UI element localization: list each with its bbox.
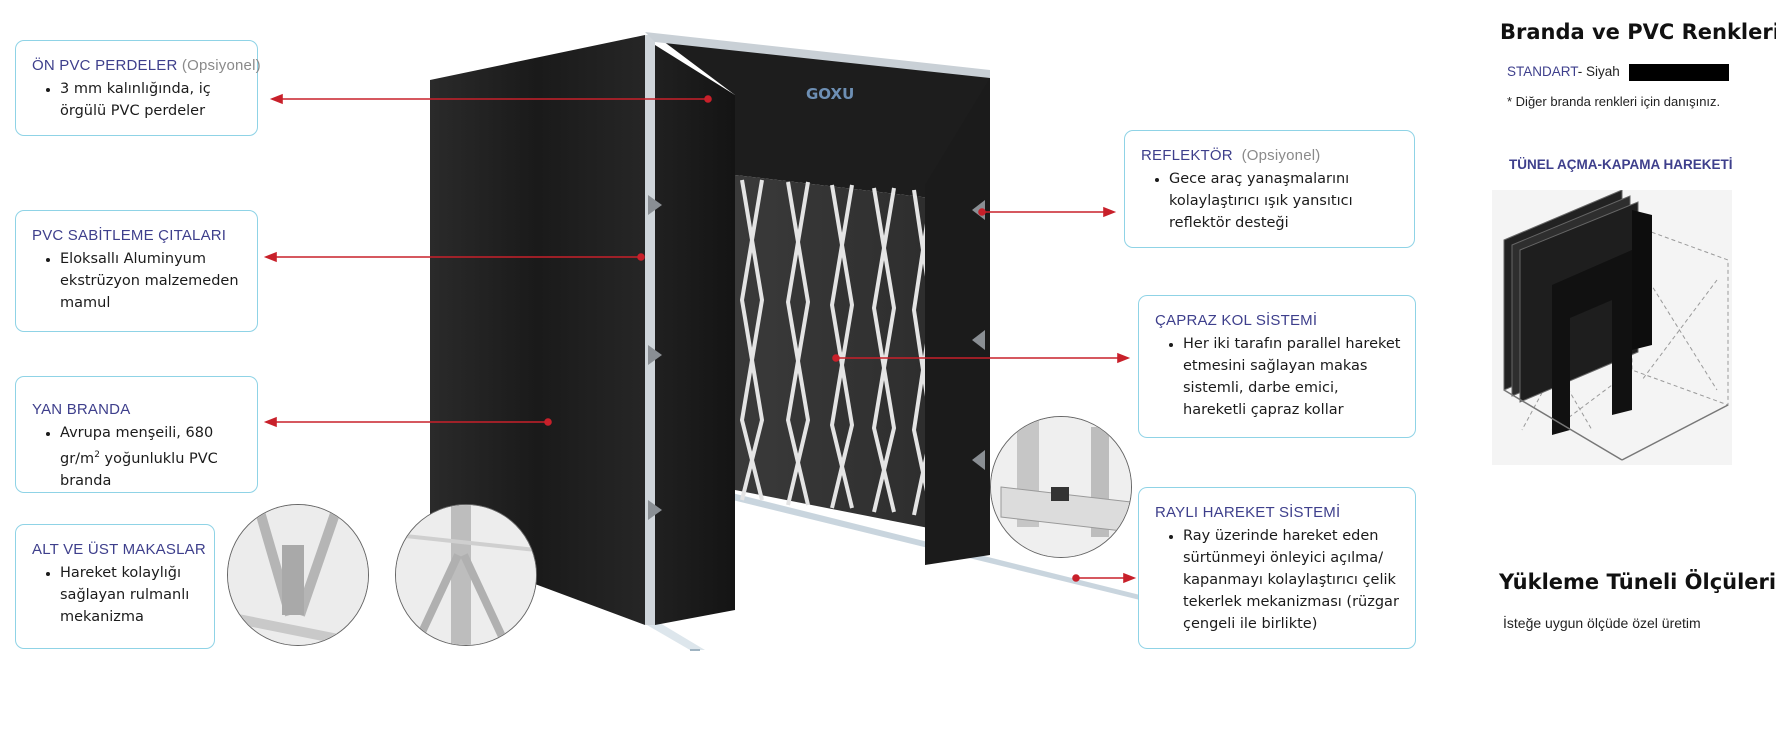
colors-heading: Branda ve PVC Renkleri xyxy=(1500,20,1776,44)
callout-arrows xyxy=(263,93,1137,584)
rail-system-detail-image xyxy=(990,416,1132,558)
card-item: Ray üzerinde hareket eden sürtünmeyi önl… xyxy=(1183,525,1401,635)
card-title: REFLEKTÖR (Opsiyonel) xyxy=(1141,147,1321,164)
card-lower-upper-scissors: ALT VE ÜST MAKASLAR Hareket kolaylığı sa… xyxy=(15,524,215,649)
card-front-pvc-curtains: ÖN PVC PERDELER (Opsiyonel) 3 mm kalınlı… xyxy=(15,40,261,136)
card-item: Hareket kolaylığı sağlayan rulmanlı meka… xyxy=(60,562,200,628)
card-title: ÖN PVC PERDELER (Opsiyonel) xyxy=(32,57,261,74)
card-item: Gece araç yanaşmalarını kolaylaştırıcı ı… xyxy=(1169,168,1400,234)
standard-color-row: STANDART- Siyah xyxy=(1507,64,1620,79)
card-side-canvas: YAN BRANDA Avrupa menşeili, 680 gr/m2 yo… xyxy=(15,376,258,493)
brand-logo: GOXU xyxy=(806,85,854,103)
front-right-leg xyxy=(925,78,990,565)
tunnel-motion-diagram xyxy=(1492,190,1732,465)
motion-heading: TÜNEL AÇMA-KAPAMA HAREKETİ xyxy=(1509,157,1733,172)
card-title: ÇAPRAZ KOL SİSTEMİ xyxy=(1155,312,1318,329)
card-pvc-fixing-slats: PVC SABİTLEME ÇITALARI Eloksallı Aluminy… xyxy=(15,210,258,332)
card-rail-motion-system: RAYLI HAREKET SİSTEMİ Ray üzerinde harek… xyxy=(1138,487,1416,649)
card-cross-arm-system: ÇAPRAZ KOL SİSTEMİ Her iki tarafın paral… xyxy=(1138,295,1416,438)
card-title: PVC SABİTLEME ÇITALARI xyxy=(32,227,227,244)
card-item: Her iki tarafın parallel hareket etmesin… xyxy=(1183,333,1401,421)
side-canvas-panel xyxy=(430,35,645,625)
lower-scissor-detail-image xyxy=(227,504,369,646)
card-item: 3 mm kalınlığında, iç örgülü PVC perdele… xyxy=(60,78,243,122)
dimensions-heading: Yükleme Tüneli Ölçüleri xyxy=(1499,570,1776,594)
card-item: Avrupa menşeili, 680 gr/m2 yoğunluklu PV… xyxy=(60,422,243,492)
scissor-arms xyxy=(739,179,935,516)
card-reflector: REFLEKTÖR (Opsiyonel) Gece araç yanaşmal… xyxy=(1124,130,1415,248)
card-title: RAYLI HAREKET SİSTEMİ xyxy=(1155,504,1341,521)
card-item: Eloksallı Aluminyum ekstrüzyon malzemede… xyxy=(60,248,243,314)
color-swatch-black xyxy=(1629,64,1729,81)
card-title: YAN BRANDA xyxy=(32,401,131,418)
color-note: * Diğer branda renkleri için danışınız. xyxy=(1507,94,1721,109)
upper-scissor-detail-image xyxy=(395,504,537,646)
front-left-leg xyxy=(655,45,735,625)
top-header-panel xyxy=(655,35,990,205)
dimensions-note: İsteğe uygun ölçüde özel üretim xyxy=(1503,615,1701,631)
card-title: ALT VE ÜST MAKASLAR xyxy=(32,541,206,558)
